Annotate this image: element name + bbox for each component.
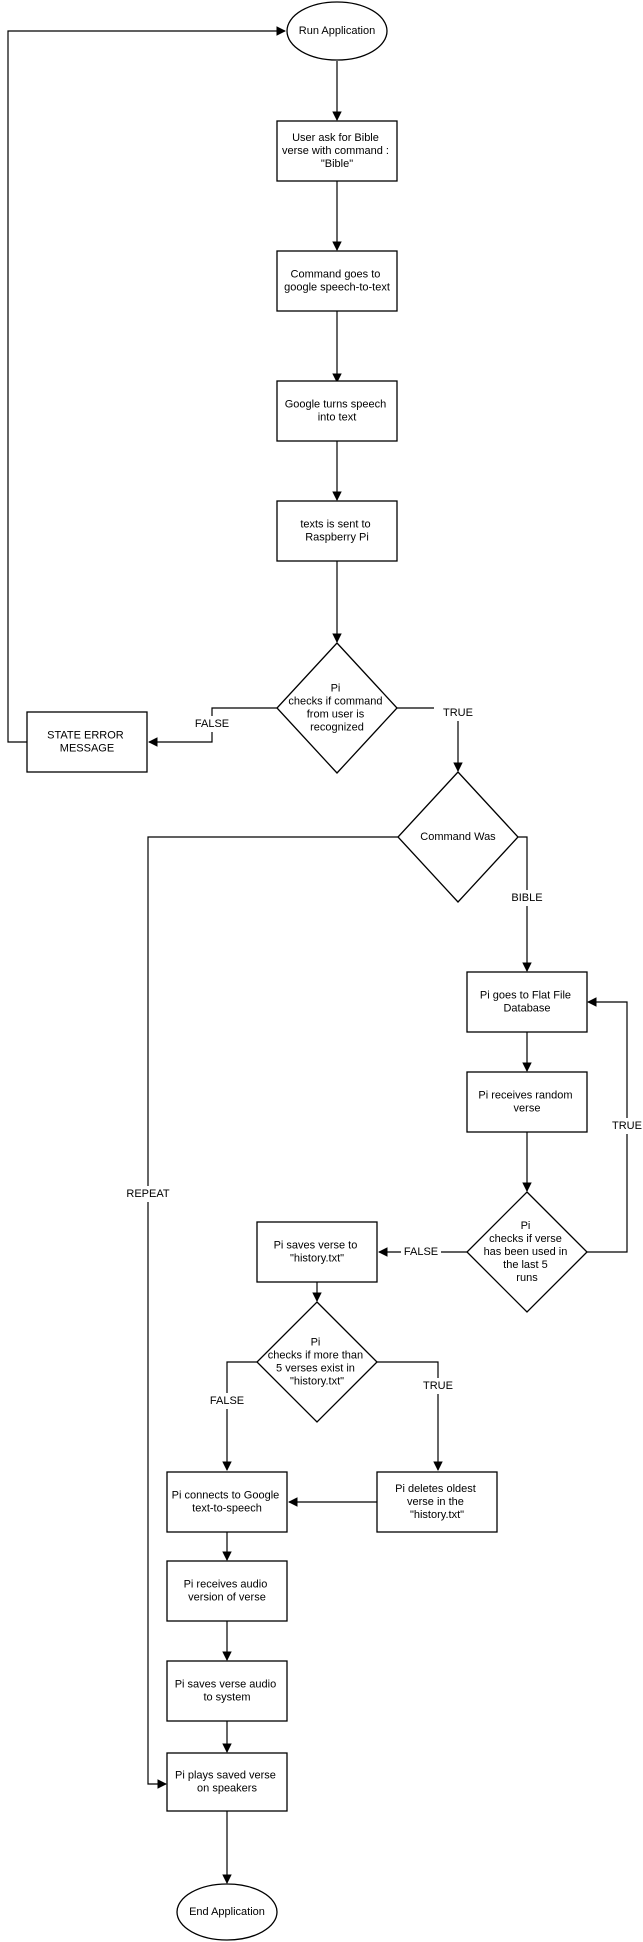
play-verse-line-2: on speakers bbox=[197, 1782, 257, 1794]
edge-command-was-repeat bbox=[147, 836, 398, 1789]
user-ask-line-2: verse with command : bbox=[282, 145, 389, 157]
state-error-label: STATE ERROR MESSAGE bbox=[47, 729, 127, 754]
more-than-5-decision bbox=[256, 1301, 378, 1423]
edge-error-loop-to-run bbox=[7, 26, 286, 743]
delete-oldest-line-1: Pi deletes oldest bbox=[395, 1483, 476, 1495]
label-false-verse-used: FALSE bbox=[404, 1246, 438, 1258]
random-verse-line-1: Pi receives random bbox=[478, 1089, 572, 1101]
save-history-line-1: Pi saves verse to bbox=[274, 1239, 358, 1251]
connect-tts-line-1: Pi connects to Google bbox=[172, 1489, 280, 1501]
speech-to-text-line-2: google speech-to-text bbox=[284, 281, 390, 293]
verse-used-line-4: the last 5 bbox=[503, 1259, 548, 1271]
verse-used-line-3: has been used in bbox=[484, 1246, 568, 1258]
connect-tts-line-2: text-to-speech bbox=[192, 1502, 262, 1514]
verse-used-line-5: runs bbox=[516, 1272, 538, 1284]
edge-labels: FALSE TRUE BIBLE REPEAT TRUE FALSE FALSE… bbox=[121, 705, 643, 1409]
save-audio-box bbox=[166, 1660, 288, 1722]
command-was-label: Command Was bbox=[420, 831, 496, 843]
speech-to-text-line-1: Command goes to bbox=[291, 268, 381, 280]
user-ask-line-3: "Bible" bbox=[321, 158, 353, 170]
state-error-line-2: MESSAGE bbox=[60, 742, 114, 754]
state-error-line-1: STATE ERROR bbox=[47, 729, 124, 741]
more-than-5-label: Pi checks if more than 5 verses exist in… bbox=[268, 1336, 366, 1387]
more-than-5-line-1: Pi bbox=[311, 1336, 321, 1348]
receive-audio-label: Pi receives audio version of verse bbox=[184, 1578, 271, 1603]
start-node-shape bbox=[286, 1, 388, 61]
end-application-label: End Application bbox=[189, 1906, 265, 1918]
speech-to-text-label: Command goes to google speech-to-text bbox=[284, 268, 390, 293]
command-recognized-line-3: from user is bbox=[307, 708, 365, 720]
save-audio-line-2: to system bbox=[203, 1691, 250, 1703]
google-turns-line-2: into text bbox=[318, 411, 357, 423]
receive-audio-line-1: Pi receives audio bbox=[184, 1578, 268, 1590]
command-recognized-line-4: recognized bbox=[310, 721, 364, 733]
delete-oldest-line-3: "history.txt" bbox=[410, 1509, 464, 1521]
speech-to-text-box bbox=[276, 250, 398, 312]
receive-audio-line-2: version of verse bbox=[188, 1591, 266, 1603]
flat-file-db-line-1: Pi goes to Flat File bbox=[480, 989, 571, 1001]
command-recognized-line-2: checks if command bbox=[288, 695, 382, 707]
flat-file-db-label: Pi goes to Flat File Database bbox=[480, 989, 574, 1014]
label-bible: BIBLE bbox=[511, 892, 542, 904]
user-ask-label: User ask for Bible verse with command : … bbox=[282, 132, 392, 170]
verse-used-line-1: Pi bbox=[521, 1220, 531, 1232]
flat-file-db-line-2: Database bbox=[503, 1002, 550, 1014]
random-verse-box bbox=[466, 1071, 588, 1133]
play-verse-line-1: Pi plays saved verse bbox=[175, 1769, 276, 1781]
user-ask-line-1: User ask for Bible bbox=[292, 132, 379, 144]
text-sent-label: texts is sent to Raspberry Pi bbox=[300, 518, 373, 543]
google-turns-box bbox=[276, 380, 398, 442]
play-verse-label: Pi plays saved verse on speakers bbox=[175, 1769, 279, 1794]
receive-audio-box bbox=[166, 1560, 288, 1622]
nodes bbox=[26, 1, 588, 1941]
label-true-verse-used: TRUE bbox=[612, 1120, 642, 1132]
play-verse-box bbox=[166, 1752, 288, 1812]
end-node-shape bbox=[176, 1883, 278, 1941]
command-recognized-decision bbox=[276, 642, 398, 774]
label-true-more-than-5: TRUE bbox=[423, 1380, 453, 1392]
command-was-line: Command Was bbox=[420, 831, 496, 843]
save-history-box bbox=[256, 1221, 378, 1283]
command-recognized-line-1: Pi bbox=[331, 682, 341, 694]
end-application-line: End Application bbox=[189, 1906, 265, 1918]
more-than-5-line-2: checks if more than bbox=[268, 1349, 363, 1361]
text-sent-box bbox=[276, 500, 398, 562]
edge-command-was-bible bbox=[518, 836, 532, 972]
google-turns-line-1: Google turns speech bbox=[285, 398, 387, 410]
delete-oldest-line-2: verse in the bbox=[407, 1496, 464, 1508]
command-was-decision bbox=[397, 771, 519, 903]
label-false-more-than-5: FALSE bbox=[210, 1395, 244, 1407]
verse-used-line-2: checks if verse bbox=[489, 1233, 562, 1245]
label-true-command: TRUE bbox=[443, 707, 473, 719]
delete-oldest-label: Pi deletes oldest verse in the "history.… bbox=[395, 1483, 479, 1521]
save-history-line-2: "history.txt" bbox=[290, 1252, 344, 1264]
save-audio-line-1: Pi saves verse audio bbox=[175, 1678, 277, 1690]
edge-check-count-true bbox=[377, 1361, 443, 1471]
label-repeat: REPEAT bbox=[126, 1188, 169, 1200]
more-than-5-line-3: 5 verses exist in bbox=[276, 1362, 355, 1374]
text-sent-line-1: texts is sent to bbox=[300, 518, 370, 530]
run-application-label: Run Application bbox=[299, 25, 375, 37]
more-than-5-line-4: "history.txt" bbox=[290, 1375, 344, 1387]
flat-file-db-box bbox=[466, 971, 588, 1033]
delete-oldest-box bbox=[376, 1471, 498, 1533]
connect-tts-label: Pi connects to Google text-to-speech bbox=[172, 1489, 283, 1514]
edge-check-count-false bbox=[222, 1361, 257, 1471]
text-sent-line-2: Raspberry Pi bbox=[305, 531, 369, 543]
save-audio-label: Pi saves verse audio to system bbox=[175, 1678, 280, 1703]
node-texts: Run Application User ask for Bible verse… bbox=[47, 25, 575, 1918]
save-history-label: Pi saves verse to "history.txt" bbox=[274, 1239, 361, 1264]
verse-used-label: Pi checks if verse has been used in the … bbox=[484, 1220, 571, 1284]
user-ask-box bbox=[276, 120, 398, 182]
connect-tts-box bbox=[166, 1471, 288, 1533]
label-false-error: FALSE bbox=[195, 718, 229, 730]
state-error-box bbox=[26, 711, 148, 773]
random-verse-label: Pi receives random verse bbox=[478, 1089, 575, 1114]
google-turns-label: Google turns speech into text bbox=[285, 398, 390, 423]
run-application-line: Run Application bbox=[299, 25, 375, 37]
verse-used-decision bbox=[466, 1191, 588, 1313]
command-recognized-label: Pi checks if command from user is recogn… bbox=[288, 682, 385, 733]
random-verse-line-2: verse bbox=[514, 1102, 541, 1114]
